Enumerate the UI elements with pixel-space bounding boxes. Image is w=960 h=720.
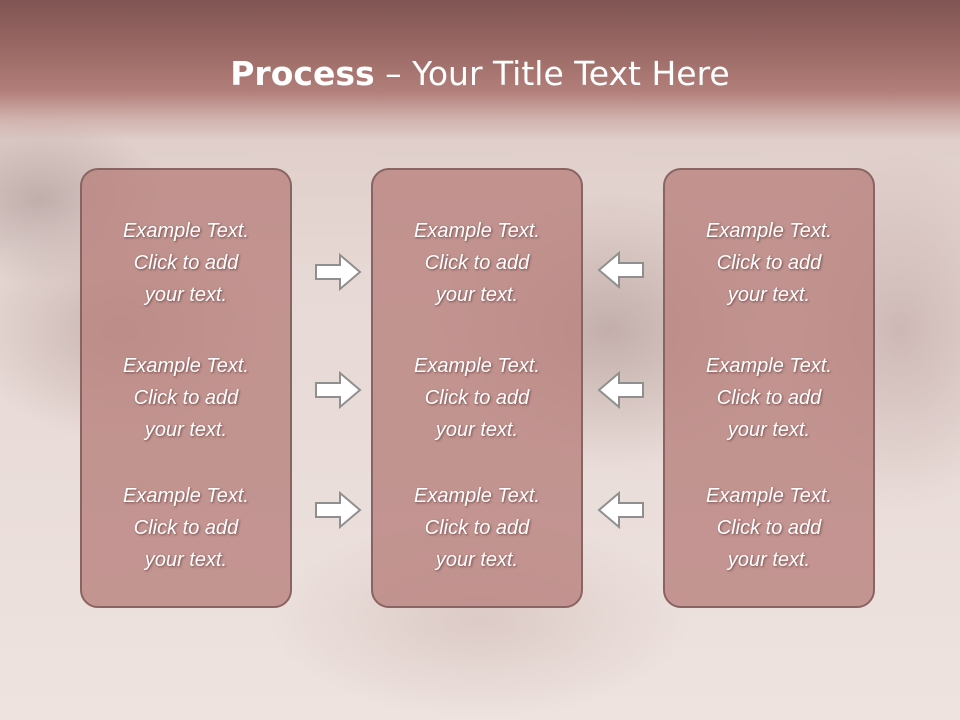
left-arrow-icon	[597, 370, 644, 410]
text-block[interactable]: Example Text. Click to add your text.	[665, 215, 873, 311]
text-line: your text.	[727, 549, 811, 571]
middle-text-box[interactable]: Example Text. Click to add your text. Ex…	[371, 168, 583, 608]
text-line: Example Text.	[414, 220, 540, 242]
text-block[interactable]: Example Text. Click to add your text.	[373, 215, 581, 311]
right-arrow-icon	[315, 370, 362, 410]
title-rest: – Your Title Text Here	[374, 54, 730, 93]
text-line: Example Text.	[414, 355, 540, 377]
right-text-box[interactable]: Example Text. Click to add your text. Ex…	[663, 168, 875, 608]
text-block[interactable]: Example Text. Click to add your text.	[373, 480, 581, 576]
text-line: Click to add	[133, 252, 239, 274]
text-line: Click to add	[424, 252, 530, 274]
right-arrow-icon	[315, 252, 362, 292]
text-block[interactable]: Example Text. Click to add your text.	[82, 350, 290, 446]
text-line: Click to add	[716, 252, 822, 274]
text-line: Example Text.	[706, 355, 832, 377]
text-line: your text.	[435, 284, 519, 306]
text-line: Example Text.	[414, 485, 540, 507]
text-line: Click to add	[424, 517, 530, 539]
text-line: Example Text.	[706, 485, 832, 507]
text-line: your text.	[435, 549, 519, 571]
text-line: Example Text.	[123, 220, 249, 242]
text-line: Click to add	[424, 387, 530, 409]
left-arrow-icon	[597, 250, 644, 290]
right-arrow-icon	[315, 490, 362, 530]
text-line: Click to add	[133, 387, 239, 409]
text-line: Example Text.	[123, 355, 249, 377]
title-bold: Process	[230, 54, 375, 93]
text-line: Click to add	[716, 387, 822, 409]
text-line: your text.	[144, 284, 228, 306]
slide-title[interactable]: Process – Your Title Text Here	[0, 52, 960, 96]
text-line: Example Text.	[123, 485, 249, 507]
text-block[interactable]: Example Text. Click to add your text.	[665, 480, 873, 576]
text-line: Example Text.	[706, 220, 832, 242]
text-line: Click to add	[133, 517, 239, 539]
text-block[interactable]: Example Text. Click to add your text.	[82, 480, 290, 576]
text-line: your text.	[435, 419, 519, 441]
text-line: your text.	[144, 549, 228, 571]
left-text-box[interactable]: Example Text. Click to add your text. Ex…	[80, 168, 292, 608]
text-line: your text.	[727, 419, 811, 441]
text-block[interactable]: Example Text. Click to add your text.	[373, 350, 581, 446]
text-line: Click to add	[716, 517, 822, 539]
left-arrow-icon	[597, 490, 644, 530]
title-bar	[0, 0, 960, 140]
text-line: your text.	[144, 419, 228, 441]
text-block[interactable]: Example Text. Click to add your text.	[665, 350, 873, 446]
text-line: your text.	[727, 284, 811, 306]
text-block[interactable]: Example Text. Click to add your text.	[82, 215, 290, 311]
